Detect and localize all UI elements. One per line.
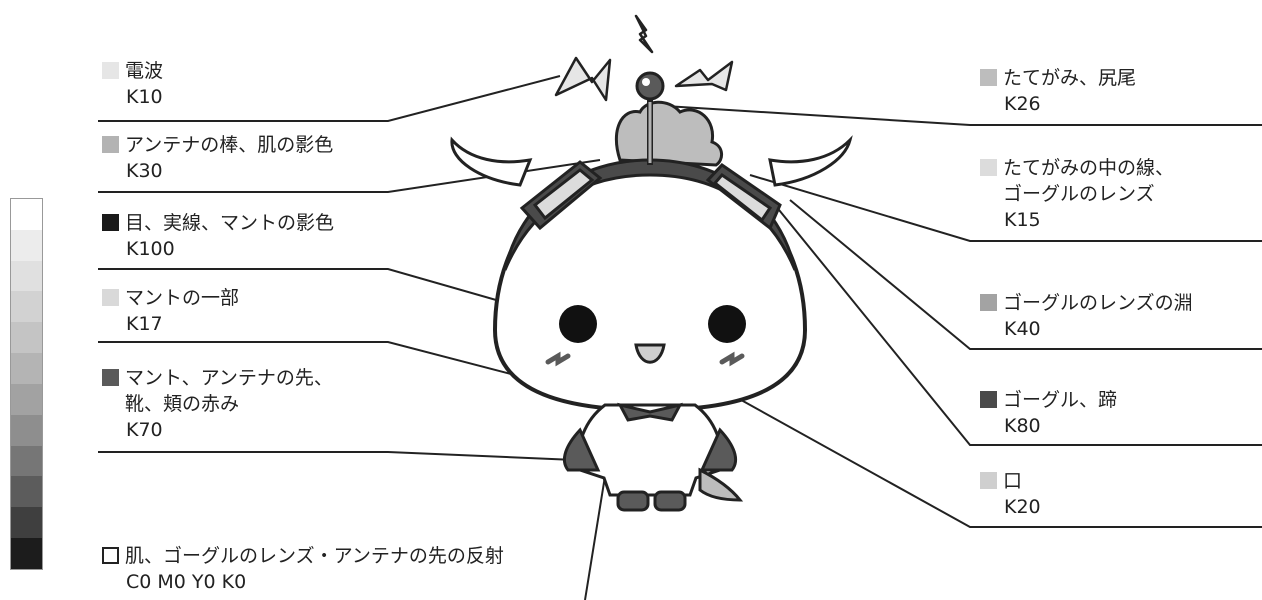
label-eye-solid-line: 目、実線、マントの影色 K100 (100, 210, 334, 262)
label-line: 肌、ゴーグルのレンズ・アンテナの先の反射 (125, 545, 504, 567)
radio-waves (554, 14, 734, 102)
swatch-k30 (102, 136, 119, 153)
grayscale-step (11, 414, 42, 446)
label-line: ゴーグルのレンズの淵 (1003, 292, 1193, 314)
label-text: ゴーグル、蹄 (1003, 387, 1117, 413)
label-code: K30 (126, 160, 163, 182)
grayscale-step (11, 291, 42, 323)
label-code: K10 (126, 86, 163, 108)
swatch-k80 (980, 391, 997, 408)
swatch-k20 (980, 472, 997, 489)
label-antenna-stick: アンテナの棒、肌の影色 K30 (100, 132, 333, 184)
grayscale-step (11, 476, 42, 508)
label-goggle-hoof: ゴーグル、蹄 K80 (978, 387, 1117, 439)
label-line: 電波 (125, 60, 164, 82)
grayscale-step (11, 538, 42, 569)
horns (450, 135, 853, 187)
label-code: K70 (126, 419, 163, 441)
label-code: K15 (1004, 209, 1041, 231)
swatch-k100 (102, 214, 119, 231)
grayscale-step (11, 229, 42, 261)
label-skin-reflection: 肌、ゴーグルのレンズ・アンテナの先の反射 C0 M0 Y0 K0 (100, 543, 504, 595)
grayscale-step (11, 322, 42, 354)
label-line: マント、アンテナの先、 (125, 367, 333, 389)
label-mouth: 口 K20 (978, 468, 1041, 520)
label-text: 口 (1003, 468, 1022, 494)
swatch-k17 (102, 289, 119, 306)
label-code: K100 (126, 238, 175, 260)
label-line: ゴーグルのレンズ (1003, 183, 1155, 205)
label-mane-tail: たてがみ、尻尾 K26 (978, 65, 1136, 117)
label-line: 目、実線、マントの影色 (125, 212, 335, 234)
label-text: アンテナの棒、肌の影色 (125, 132, 333, 158)
mouth (634, 343, 666, 364)
label-text: 目、実線、マントの影色 (125, 210, 334, 236)
swatch-k70 (102, 369, 119, 386)
grayscale-step (11, 383, 42, 415)
label-text: たてがみの中の線、ゴーグルのレンズ (1003, 155, 1174, 207)
swatch-k40 (980, 294, 997, 311)
label-text: 肌、ゴーグルのレンズ・アンテナの先の反射 (125, 543, 504, 569)
right-eye (708, 305, 746, 343)
swatch-k15 (980, 159, 997, 176)
label-goggle-lens-rim: ゴーグルのレンズの淵 K40 (978, 290, 1193, 342)
label-line: たてがみ、尻尾 (1003, 67, 1137, 89)
swatch-k10 (102, 62, 119, 79)
label-code: C0 M0 Y0 K0 (126, 571, 247, 593)
label-line: アンテナの棒、肌の影色 (125, 134, 334, 156)
label-line: 口 (1003, 470, 1023, 492)
label-text: 電波 (125, 58, 163, 84)
label-mane-line-goggle-lens: たてがみの中の線、ゴーグルのレンズ K15 (978, 155, 1174, 233)
right-cheek (719, 351, 745, 367)
label-mantle-antenna-tip: マント、アンテナの先、靴、頬の赤み K70 (100, 365, 333, 443)
antenna (635, 71, 665, 165)
label-text: たてがみ、尻尾 (1003, 65, 1136, 91)
label-code: K17 (126, 313, 163, 335)
label-line: たてがみの中の線、 (1003, 157, 1175, 179)
swatch-k26 (980, 69, 997, 86)
grayscale-step (11, 507, 42, 539)
mane (614, 100, 723, 167)
label-text: マントの一部 (125, 285, 239, 311)
label-mantle-part: マントの一部 K17 (100, 285, 239, 337)
goggle-lenses (519, 160, 782, 231)
grayscale-step (11, 199, 42, 230)
label-line: ゴーグル、蹄 (1003, 389, 1118, 411)
label-radio-wave: 電波 K10 (100, 58, 163, 110)
label-code: K80 (1004, 415, 1041, 437)
label-code: K40 (1004, 318, 1041, 340)
label-line: マントの一部 (125, 287, 240, 309)
grayscale-step (11, 445, 42, 477)
label-text: マント、アンテナの先、靴、頬の赤み (125, 365, 333, 417)
body (563, 402, 744, 512)
label-line: 靴、頬の赤み (125, 393, 240, 415)
swatch-white (102, 547, 119, 564)
label-code: K26 (1004, 93, 1041, 115)
grayscale-step (11, 353, 42, 384)
label-text: ゴーグルのレンズの淵 (1003, 290, 1193, 316)
grayscale-step (11, 260, 42, 292)
grayscale-legend (10, 198, 43, 570)
left-cheek (545, 351, 571, 367)
label-code: K20 (1004, 496, 1041, 518)
left-eye (559, 305, 597, 343)
